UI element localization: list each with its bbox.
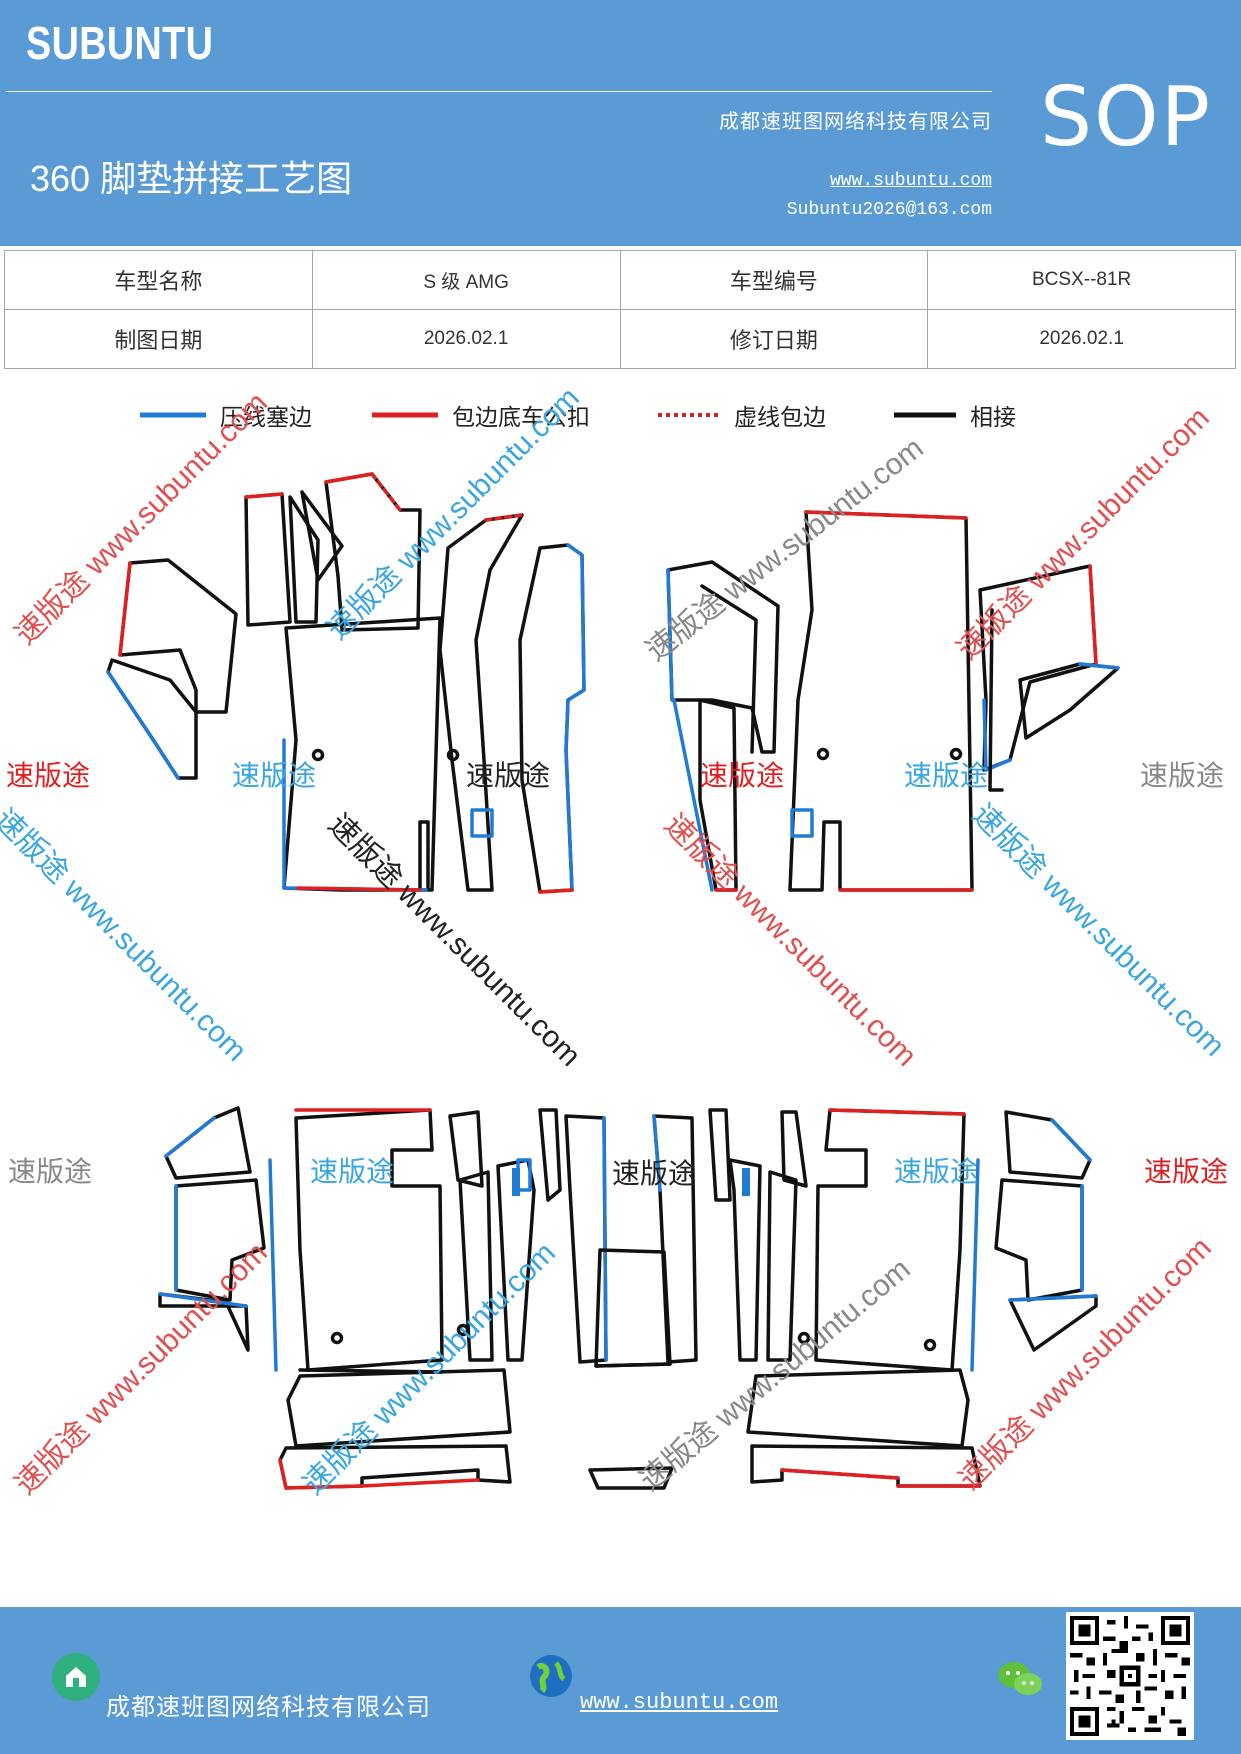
home-icon	[52, 1653, 100, 1701]
mat-rear-center	[588, 1248, 674, 1490]
brand-label: 速版途	[232, 760, 317, 791]
revision-date-label: 修订日期	[619, 309, 929, 369]
legend-label: 压线塞边	[220, 404, 312, 430]
page-title: 360 脚垫拼接工艺图	[30, 158, 353, 199]
edge-legend: 压线塞边 包边底车公扣 虚线包边 相接	[0, 395, 1241, 435]
page-header: SUBUNTU 360 脚垫拼接工艺图 成都速班图网络科技有限公司 www.su…	[0, 0, 1241, 246]
legend-item-join-edge: 相接	[894, 395, 1016, 435]
model-name-value: S 级 AMG	[311, 250, 621, 310]
legend-swatch-black	[894, 412, 956, 418]
brand-label: 速版途	[6, 760, 91, 791]
brand-label: 速版途	[612, 1158, 697, 1189]
footer-website-link[interactable]: www.subuntu.com	[580, 1690, 779, 1715]
brand-label: 速版途	[904, 760, 989, 791]
mat-front-right	[666, 510, 1120, 892]
mat-front-left	[106, 472, 586, 894]
legend-item-wrap-edge: 包边底车公扣	[372, 395, 590, 435]
website-link[interactable]: www.subuntu.com	[829, 171, 992, 191]
brand-label: 速版途	[894, 1156, 979, 1187]
legend-swatch-blue	[140, 412, 206, 418]
company-name: 成都速班图网络科技有限公司	[719, 111, 992, 133]
legend-item-dashed-edge: 虚线包边	[658, 395, 826, 435]
table-row: 车型名称 S 级 AMG 车型编号 BCSX--81R	[4, 250, 1236, 310]
qr-code[interactable]	[1066, 1612, 1194, 1740]
model-code-label: 车型编号	[619, 250, 929, 310]
footer-company-name: 成都速班图网络科技有限公司	[106, 1695, 431, 1721]
brand-label: 速版途	[466, 760, 551, 791]
mat-outlines	[106, 472, 1120, 1490]
legend-label: 相接	[970, 404, 1016, 430]
email-address[interactable]: Subuntu2026@163.com	[786, 200, 992, 220]
revision-date-value: 2026.02.1	[927, 309, 1236, 369]
legend-swatch-red	[372, 412, 438, 418]
legend-label: 虚线包边	[734, 404, 826, 430]
drawing-date-label: 制图日期	[4, 309, 313, 369]
brand-label: 速版途	[700, 760, 785, 791]
legend-label: 包边底车公扣	[452, 404, 590, 430]
wechat-icon	[996, 1659, 1044, 1699]
table-row: 制图日期 2026.02.1 修订日期 2026.02.1	[4, 309, 1236, 369]
brand-label: 速版途	[1144, 1156, 1229, 1187]
brand-label: 速版途	[8, 1156, 93, 1187]
legend-swatch-red-dotted	[658, 413, 720, 417]
brand-label: 速版途	[310, 1156, 395, 1187]
model-name-label: 车型名称	[4, 250, 313, 310]
brand-label: 速版途	[1140, 760, 1225, 791]
legend-item-press-edge: 压线塞边	[140, 395, 312, 435]
brand-logo: SUBUNTU	[26, 17, 214, 69]
mat-rear-left	[158, 1106, 608, 1490]
globe-icon	[528, 1653, 574, 1699]
mat-diagram: 速版途 速版途 速版途 速版途 速版途 速版途 速版途 速版途 速版途 速版途 …	[0, 381, 1241, 1600]
mat-rear-right	[652, 1108, 1098, 1488]
page-footer: 成都速班图网络科技有限公司 www.subuntu.com	[0, 1607, 1241, 1754]
drawing-date-value: 2026.02.1	[311, 309, 621, 369]
info-table: 车型名称 S 级 AMG 车型编号 BCSX--81R 制图日期 2026.02…	[4, 250, 1236, 369]
model-code-value: BCSX--81R	[927, 250, 1236, 310]
sop-badge: SOP	[1040, 70, 1213, 165]
header-divider	[6, 91, 992, 92]
